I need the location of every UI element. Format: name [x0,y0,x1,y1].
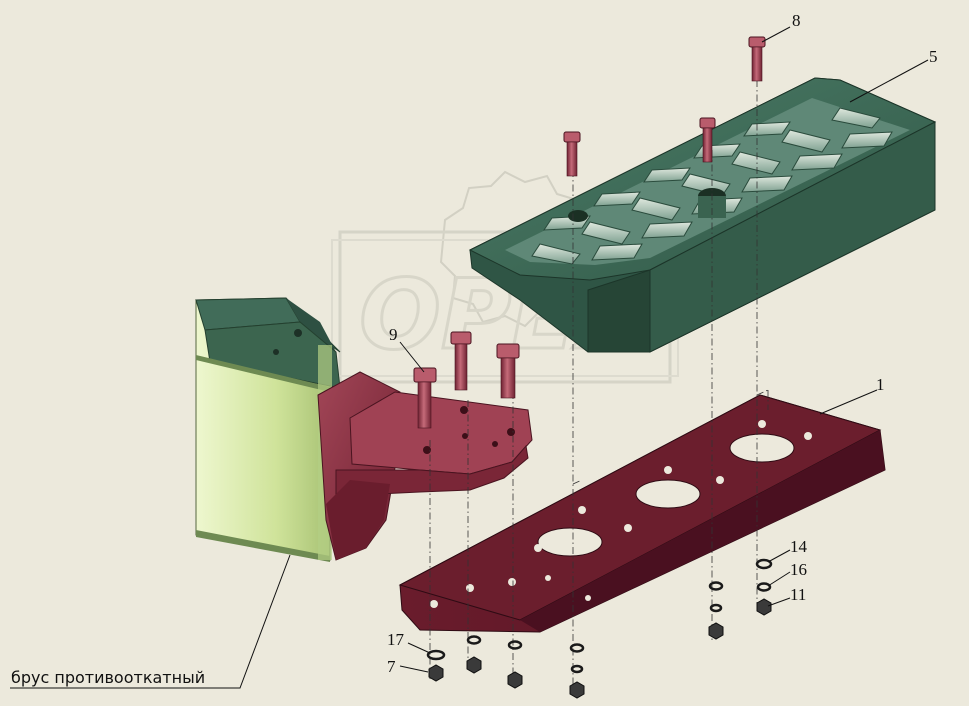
label-part-1: 1 [876,375,885,394]
bolts [413,36,766,429]
anti-roll-beam [195,297,341,562]
label-part-5: 5 [929,47,938,66]
bolt-9 [413,367,437,429]
label-part-16: 16 [790,560,807,579]
mounting-bracket [317,371,533,561]
step-grate [468,77,937,353]
base-plate [398,394,886,633]
label-part-7: 7 [387,657,396,676]
part-labels: 8 5 1 9 14 16 11 17 7 брус противооткатн… [11,11,938,687]
label-part-11: 11 [790,585,806,604]
label-part-17: 17 [387,630,405,649]
leader-lines [10,26,929,689]
fasteners [426,558,773,699]
label-part-8: 8 [792,11,801,30]
label-part-9: 9 [389,325,398,344]
caption-anti-roll-beam: брус противооткатный [11,668,205,687]
bolt-8 [748,36,766,82]
assembly-axes [429,80,769,690]
label-part-14: 14 [790,537,808,556]
